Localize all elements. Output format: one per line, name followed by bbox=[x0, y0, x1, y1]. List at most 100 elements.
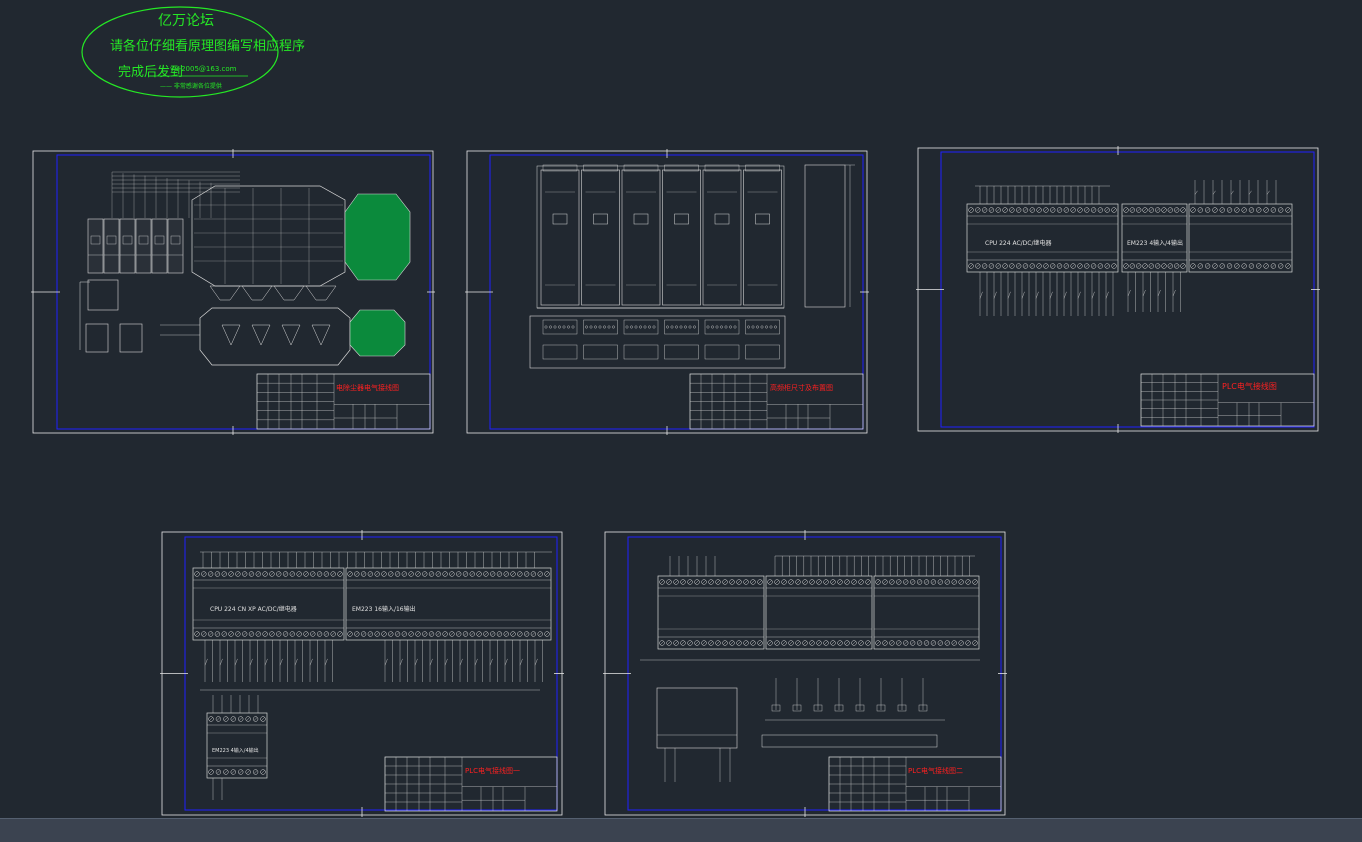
switch-contact bbox=[1091, 291, 1095, 299]
terminal-screw bbox=[858, 640, 864, 646]
terminal-screw-slot bbox=[270, 572, 274, 576]
stamp-email: yu-2005@163.com bbox=[170, 65, 237, 73]
terminal-screw-slot bbox=[1143, 208, 1147, 212]
terminal-screw-slot bbox=[1162, 264, 1166, 268]
terminal-screw bbox=[194, 631, 200, 637]
terminal-screw bbox=[972, 579, 978, 585]
terminal-screw-slot bbox=[261, 717, 265, 721]
terminal-screw-slot bbox=[959, 641, 963, 645]
sheet-3[interactable] bbox=[916, 146, 1320, 433]
terminal-screw bbox=[435, 631, 441, 637]
terminal-screw bbox=[1278, 263, 1284, 269]
switch-contact bbox=[429, 658, 433, 666]
sheet-4-cpu-label: CPU 224 CN XP AC/DC/继电器 bbox=[210, 606, 297, 613]
relay-coil bbox=[834, 704, 844, 712]
cabinet bbox=[119, 323, 143, 353]
cabinet-window bbox=[106, 235, 117, 245]
terminal-screw-slot bbox=[1249, 264, 1254, 268]
terminal-screw bbox=[1084, 263, 1090, 269]
terminal-screw-slot bbox=[331, 572, 335, 576]
terminal-screw bbox=[1174, 263, 1180, 269]
terminal-screw bbox=[909, 579, 916, 585]
terminal-screw bbox=[248, 631, 255, 637]
terminal-screw-slot bbox=[416, 632, 420, 636]
plan-cell bbox=[623, 344, 659, 360]
terminal-screw bbox=[1234, 207, 1240, 213]
terminal-screw-slot bbox=[1044, 264, 1048, 268]
terminal-screw-slot bbox=[1085, 264, 1089, 268]
terminal-screw-slot bbox=[423, 572, 427, 576]
terminal-screw bbox=[1248, 207, 1255, 213]
terminal-screw-slot bbox=[709, 641, 713, 645]
terminal-screw-slot bbox=[389, 572, 393, 576]
terminal-screw-slot bbox=[838, 641, 842, 645]
plan-cell bbox=[583, 344, 618, 360]
terminal-screw-slot bbox=[477, 572, 481, 576]
terminal-screw bbox=[767, 579, 773, 585]
terminal-screw bbox=[422, 571, 428, 577]
terminal-screw-slot bbox=[1220, 208, 1224, 212]
terminal-screw bbox=[1197, 263, 1203, 269]
terminal-screw bbox=[1029, 263, 1035, 269]
terminal-screw-slot bbox=[1057, 208, 1062, 212]
terminal-screw-slot bbox=[283, 572, 288, 576]
terminal-screw bbox=[858, 579, 864, 585]
terminal-screw bbox=[537, 571, 543, 577]
terminal-screw bbox=[530, 631, 537, 637]
terminal-screw-slot bbox=[395, 572, 400, 576]
terminal-screw-slot bbox=[1091, 208, 1096, 212]
sheet-4[interactable] bbox=[160, 530, 564, 817]
plan-cell bbox=[583, 319, 618, 335]
terminal-screw bbox=[923, 640, 930, 646]
terminal-screw bbox=[594, 325, 597, 329]
terminal-screw bbox=[1056, 207, 1063, 213]
sheet-2-title: 高频柜尺寸及布置图 bbox=[770, 384, 833, 392]
relay-coil bbox=[897, 704, 907, 712]
terminal-screw-slot bbox=[545, 632, 549, 636]
terminal-screw bbox=[981, 207, 988, 213]
terminal-screw bbox=[767, 640, 773, 646]
terminal-screw bbox=[774, 325, 777, 329]
terminal-screw bbox=[408, 571, 414, 577]
switch-contact bbox=[1172, 289, 1176, 297]
terminal-screw bbox=[750, 640, 756, 646]
terminal-screw-slot bbox=[1175, 208, 1179, 212]
relay-coil bbox=[771, 704, 781, 712]
terminal-screw-slot bbox=[457, 632, 461, 636]
terminal-screw bbox=[1204, 263, 1211, 269]
terminal-screw bbox=[965, 579, 971, 585]
terminal-screw bbox=[223, 769, 229, 775]
terminal-screw-slot bbox=[688, 641, 692, 645]
terminal-screw-slot bbox=[436, 632, 440, 636]
terminal-screw-slot bbox=[730, 641, 734, 645]
terminal-screw bbox=[469, 631, 475, 637]
terminal-screw bbox=[544, 325, 548, 329]
plc-module bbox=[1188, 203, 1293, 273]
sheet-1[interactable] bbox=[31, 149, 435, 435]
terminal-screw bbox=[693, 325, 696, 329]
terminal-screw bbox=[736, 579, 742, 585]
terminal-screw-slot bbox=[270, 632, 274, 636]
terminal-screw-slot bbox=[810, 580, 814, 584]
switch-contact bbox=[504, 658, 508, 666]
terminal-screw bbox=[238, 769, 244, 775]
terminal-screw bbox=[374, 631, 380, 637]
terminal-screw bbox=[571, 325, 575, 329]
terminal-screw bbox=[715, 640, 721, 646]
switch-contact bbox=[519, 658, 523, 666]
switch-contact bbox=[444, 658, 448, 666]
cabinet bbox=[87, 279, 119, 311]
sheet-5[interactable] bbox=[603, 530, 1007, 817]
terminal-screw bbox=[255, 631, 261, 637]
terminal-screw-slot bbox=[681, 580, 685, 584]
terminal-screw-slot bbox=[389, 632, 393, 636]
terminal-screw bbox=[903, 579, 909, 585]
sheet-2[interactable] bbox=[465, 149, 869, 435]
terminal-screw bbox=[585, 325, 588, 329]
terminal-screw bbox=[228, 571, 234, 577]
terminal-screw bbox=[235, 631, 241, 637]
terminal-screw bbox=[909, 640, 916, 646]
terminal-screw-slot bbox=[368, 632, 373, 636]
terminal-screw-slot bbox=[470, 572, 474, 576]
